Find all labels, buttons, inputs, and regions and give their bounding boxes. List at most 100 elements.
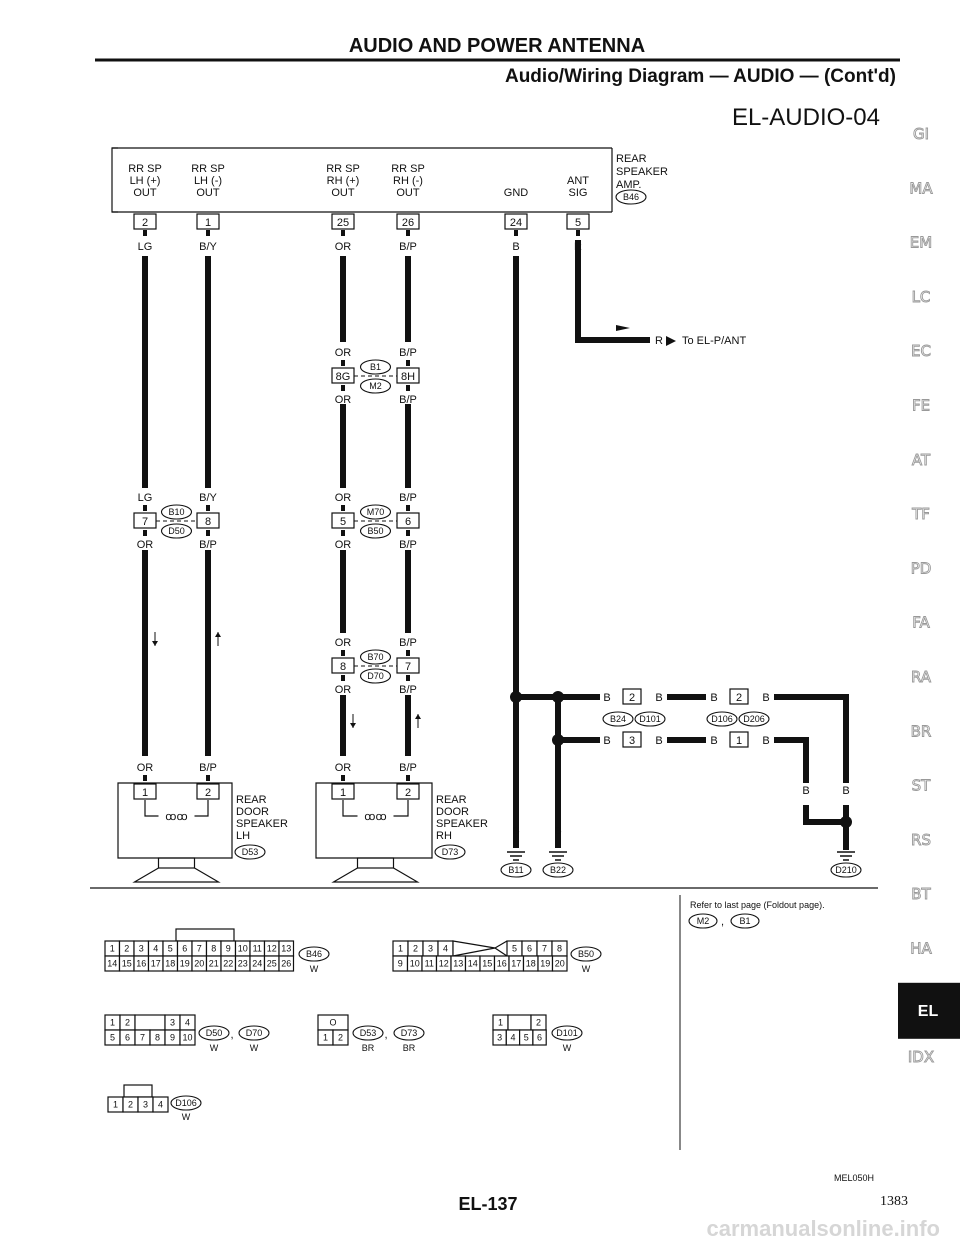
speaker-rh-outline [315, 782, 433, 859]
amp-pin-24 [504, 213, 528, 230]
d101-id [551, 1025, 583, 1041]
amp-pin-2 [133, 213, 157, 230]
tab-gi[interactable]: GI [913, 125, 930, 144]
d50-cell-label: 5 [110, 1033, 115, 1043]
junction-b10-top-r: B/Y [199, 492, 217, 504]
diagram-id: EL-AUDIO-04 [732, 104, 880, 131]
arrow-down-icon [152, 641, 158, 646]
amp-pin-1-label: 1 [205, 217, 211, 229]
amp-pin-25 [331, 213, 355, 230]
speaker-lh-cone-icon [132, 867, 221, 883]
b46-cell-label: 23 [238, 959, 248, 969]
gnd-row1-color-b: B [655, 692, 662, 704]
junction-b70-upper-conn-label: B70 [367, 652, 383, 662]
tab-pd[interactable]: PD [910, 559, 932, 578]
tab-lc[interactable]: LC [911, 287, 931, 306]
diagram-code: MEL050H [834, 1173, 874, 1183]
b46-cell [278, 955, 295, 972]
b46-cell-label: 12 [267, 944, 277, 954]
tab-em[interactable]: EM [909, 233, 932, 252]
amp-pin-2-label: 2 [142, 217, 148, 229]
tab-st[interactable]: ST [911, 776, 932, 795]
d101-cell-label: 5 [524, 1033, 529, 1043]
d50-cell-label: 6 [125, 1033, 130, 1043]
junction-m70-upper-conn [359, 504, 392, 520]
speaker-rh-connector-label: D73 [442, 847, 459, 857]
junction-b1-pin-a-label: 8G [336, 371, 351, 383]
ground-b22 [542, 862, 574, 878]
amp-pin-label: RR SP [326, 163, 360, 175]
d101-cell [532, 1029, 547, 1046]
b50-cell-label: 3 [428, 944, 433, 954]
tab-bt[interactable]: BT [911, 885, 932, 904]
b46-cell-label: 6 [182, 944, 187, 954]
speaker-rh-name: RH [436, 830, 452, 842]
junction-b1-upper-conn-label: B1 [370, 362, 381, 372]
tab-tf[interactable]: TF [911, 505, 931, 524]
tab-idx[interactable]: IDX [907, 1048, 934, 1067]
d106-cell-label: 4 [158, 1100, 163, 1110]
b50-cell-label: 2 [413, 944, 418, 954]
b46-id [298, 946, 330, 962]
b46-cell-label: 5 [168, 944, 173, 954]
junction-m70-upper-conn-label: M70 [367, 507, 385, 517]
tab-fe[interactable]: FE [911, 396, 930, 415]
junction-m70-top-l: OR [335, 492, 352, 504]
splice-icon [840, 816, 852, 828]
b50-cell-label: 14 [468, 959, 478, 969]
gnd-row1-c [774, 694, 849, 783]
d50-cell-label: 8 [155, 1033, 160, 1043]
junction-b10-lower-conn [160, 523, 193, 539]
b50-cell-label: 19 [540, 959, 550, 969]
junction-b1-bot-r: B/P [399, 394, 417, 406]
amp-name-3: AMP. [616, 179, 641, 191]
b50-cell-label: 15 [482, 959, 492, 969]
gnd-row2-color-d: B [762, 735, 769, 747]
b46-cell-label: 22 [223, 959, 233, 969]
tab-ma[interactable]: MA [909, 179, 934, 198]
b50-id-label: B50 [578, 949, 594, 959]
refer-note: Refer to last page (Foldout page). [690, 900, 825, 910]
arrow-down-icon [350, 723, 356, 728]
speaker-lh-name: DOOR [236, 806, 269, 818]
b46-cell-label: 11 [253, 944, 262, 954]
speaker-lh-connector-label: D53 [242, 847, 259, 857]
d50-cell-label: 9 [170, 1033, 175, 1043]
ground-b22-label: B22 [550, 865, 566, 875]
junction-b70-top-r: B/P [399, 637, 417, 649]
speaker-rh-color-r: B/P [399, 762, 417, 774]
gnd-conn-a1-label: B24 [610, 714, 626, 724]
b46-cell-label: 25 [267, 959, 277, 969]
amp-pin-label: RR SP [128, 163, 162, 175]
tab-ra[interactable]: RA [911, 668, 933, 687]
junction-b10-upper-conn-label: B10 [168, 507, 184, 517]
gnd-conn-b1 [706, 711, 738, 727]
junction-b10-bot-r: B/P [199, 539, 217, 551]
d106-cell-label: 1 [113, 1100, 118, 1110]
amp-pin-26-label: 26 [402, 217, 414, 229]
tab-el[interactable] [898, 982, 960, 1039]
b46-cell-label: 13 [281, 944, 291, 954]
gnd-row2-c [774, 737, 809, 783]
speaker-lh-pin-2-label: 2 [205, 787, 211, 799]
gnd-row2-pin-a-label: 3 [629, 735, 635, 747]
tab-rs[interactable]: RS [911, 830, 932, 849]
b46-lock [175, 928, 235, 942]
tab-at[interactable]: AT [911, 450, 931, 469]
d101-lock [507, 1014, 532, 1031]
tab-ec[interactable]: EC [911, 342, 932, 361]
d70-color: W [250, 1043, 259, 1053]
refer-conn-2: B1 [739, 916, 750, 926]
b50-cell-label: 6 [527, 944, 532, 954]
junction-b10-bot-l: OR [137, 539, 154, 551]
b46-cell-label: 15 [122, 959, 132, 969]
b50-cell-label: 16 [497, 959, 507, 969]
tab-fa[interactable]: FA [912, 613, 931, 632]
b50-cell-label: 13 [453, 959, 463, 969]
tab-ha[interactable]: HA [910, 939, 933, 958]
junction-b70-lower-conn [359, 668, 392, 684]
junction-m70-bot-l: OR [335, 539, 352, 551]
d50-cell-label: 2 [125, 1018, 130, 1028]
d53-cell-label: 2 [338, 1033, 343, 1043]
tab-br[interactable]: BR [910, 722, 932, 741]
